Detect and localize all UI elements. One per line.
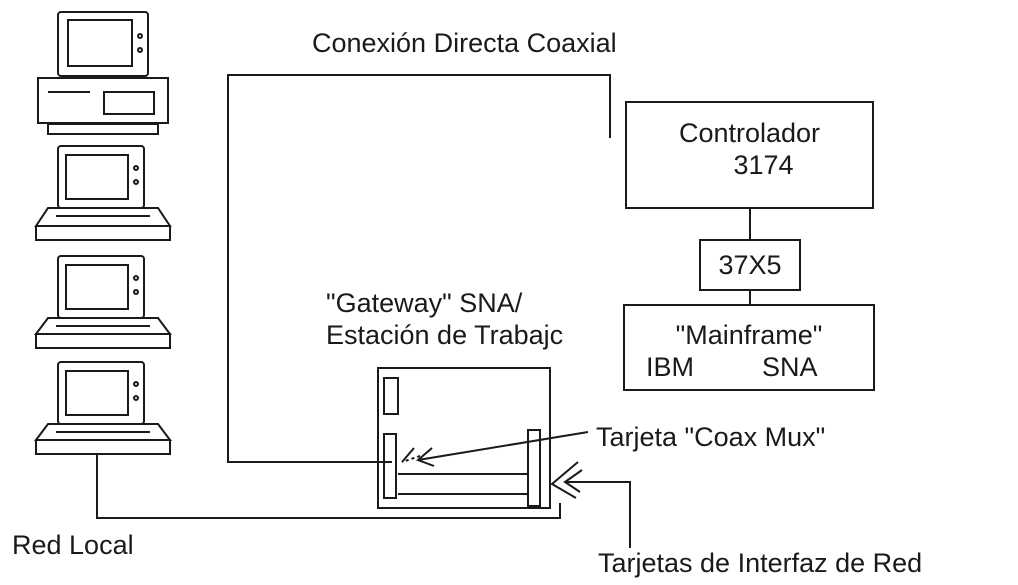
computer-icon-3 — [34, 255, 172, 349]
lan-cable — [96, 454, 561, 519]
mainframe-label-line1: "Mainframe" — [675, 320, 823, 350]
coax-card-pointer — [417, 431, 589, 461]
fep-label: 37X5 — [718, 250, 782, 280]
coax-cable — [227, 74, 611, 463]
mainframe-box — [623, 304, 875, 391]
gateway-label-line1: "Gateway" SNA/ — [326, 288, 523, 318]
nic-pointer — [565, 481, 631, 548]
computer-icon-4 — [34, 361, 172, 455]
coax-card-label: Tarjeta "Coax Mux" — [596, 422, 826, 452]
nic-label: Tarjetas de Interfaz de Red — [598, 548, 923, 578]
diagram-title: Conexión Directa Coaxial — [312, 28, 617, 58]
mainframe-label-ibm: IBM — [646, 352, 695, 382]
controller-label-line1: Controlador — [678, 118, 821, 148]
gateway-label-line2: Estación de Trabajc — [326, 320, 564, 350]
lan-label: Red Local — [12, 530, 134, 560]
controller-label-line2: 3174 — [733, 150, 794, 180]
computer-icon-2 — [34, 145, 172, 241]
computer-icon-1 — [37, 11, 169, 135]
mainframe-label-sna: SNA — [762, 352, 818, 382]
gateway-chassis — [377, 367, 551, 509]
